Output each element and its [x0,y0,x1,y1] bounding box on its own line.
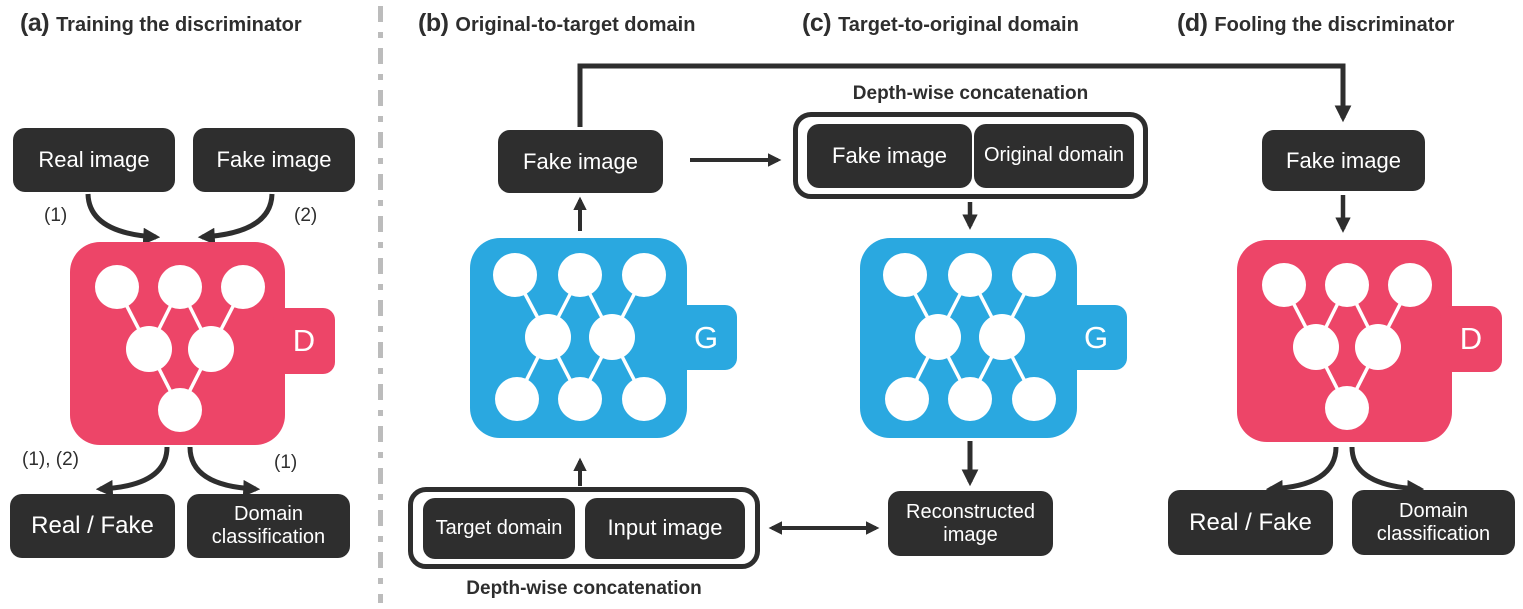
box-domain-classification-a: Domain classification [187,494,350,558]
panel-divider [378,6,383,603]
panel-title-d: (d) Fooling the discriminator [1177,9,1454,38]
discriminator-tab-a: D [273,308,335,374]
box-real-fake-a: Real / Fake [10,494,175,558]
annotation-out-right-a: (1) [274,452,298,473]
box-fake-image-b: Fake image [498,130,663,193]
panel-title-text-a: Training the discriminator [56,14,302,36]
generator-nodes-icon [883,253,1056,421]
concat-container-c: Fake image Original domain [793,112,1148,199]
panel-title-text-d: Fooling the discriminator [1214,14,1455,36]
generator-label-c: G [1083,319,1109,355]
panel-title-b: (b) Original-to-target domain [418,9,695,38]
concat-container-b: Target domain Input image [408,487,760,569]
box-fake-image-d: Fake image [1262,130,1425,191]
network-discriminator-a: D [70,242,335,445]
discriminator-label-d: D [1459,321,1483,356]
box-fake-image-c: Fake image [807,123,972,188]
annotation-out-left-a: (1), (2) [22,449,79,470]
box-fake-image-a: Fake image [193,128,355,192]
annotation-in-left-a: (1) [44,205,68,226]
arrow-discriminator-to-real-fake-a [95,446,170,497]
panel-tag-d: (d) [1177,9,1208,37]
network-generator-b: G [470,238,737,438]
arrow-discriminator-to-domain-classification-d [1349,446,1425,497]
panel-title-a: (a) Training the discriminator [20,9,302,38]
box-real-fake-d: Real / Fake [1168,490,1333,555]
panel-tag-b: (b) [418,9,449,37]
concat-label-b: Depth-wise concatenation [466,578,702,599]
arrow-real-image-to-discriminator [85,193,161,245]
arrow-fake-image-to-discriminator [197,193,275,245]
box-reconstructed-image: Reconstructed image [888,491,1053,556]
discriminator-label-a: D [292,323,316,358]
discriminator-tab-d: D [1440,306,1502,372]
box-real-image-a: Real image [13,128,175,192]
network-discriminator-d: D [1237,240,1502,442]
panel-tag-c: (c) [802,9,832,37]
generator-tab-b: G [675,305,737,370]
generator-nodes-icon [493,253,666,421]
network-generator-c: G [860,238,1127,438]
concat-label-c: Depth-wise concatenation [852,83,1089,104]
generator-label-b: G [693,319,719,355]
discriminator-nodes-icon [95,265,265,432]
panel-title-text-c: Target-to-original domain [838,14,1079,36]
arrow-discriminator-to-domain-classification-a [187,446,261,497]
box-domain-classification-d: Domain classification [1352,490,1515,555]
box-input-image: Input image [585,497,745,559]
panel-title-text-b: Original-to-target domain [455,14,696,36]
panel-tag-a: (a) [20,9,50,37]
arrow-discriminator-to-real-fake-d [1265,446,1339,497]
annotation-in-right-a: (2) [294,205,318,226]
box-original-domain: Original domain [974,123,1134,188]
panel-title-c: (c) Target-to-original domain [802,9,1079,38]
box-target-domain: Target domain [423,497,575,559]
discriminator-nodes-icon [1262,263,1432,430]
generator-tab-c: G [1065,305,1127,370]
